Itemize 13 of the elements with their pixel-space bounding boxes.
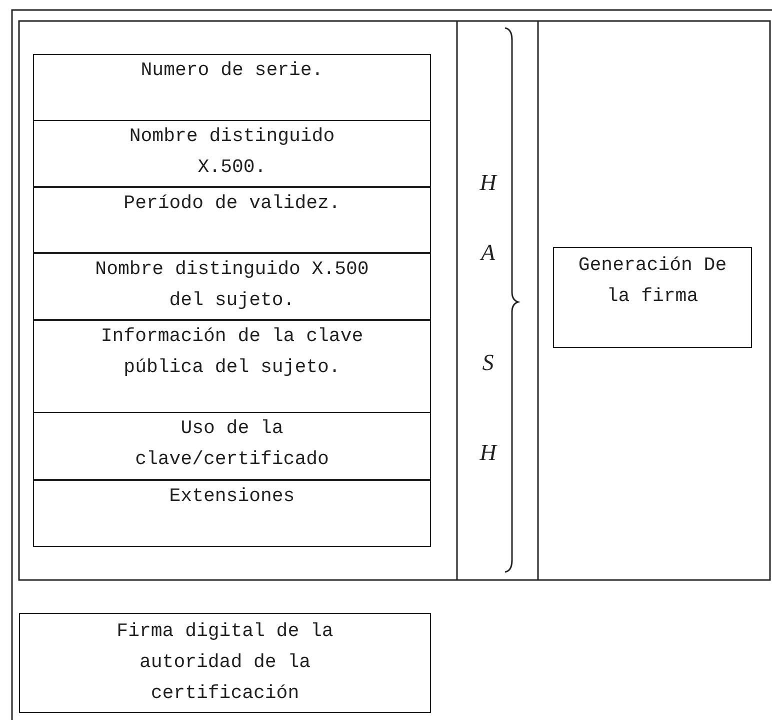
field-row: Período de validez. <box>33 187 431 253</box>
hash-letter: H <box>478 170 498 196</box>
signature-box: Firma digital de la autoridad de la certificación <box>19 613 431 713</box>
field-row: Uso de la clave/certificado <box>33 412 431 480</box>
field-row: Extensiones <box>33 480 431 547</box>
field-row: Información de la clave pública del sujeto. <box>33 320 431 413</box>
hash-letter: H <box>478 440 498 466</box>
hash-letter: S <box>481 350 495 376</box>
hash-letter: A <box>478 240 496 266</box>
field-row: Nombre distinguido X.500 del sujeto. <box>33 253 431 320</box>
field-row: Numero de serie. <box>33 54 431 121</box>
process-box: Generación De la firma <box>553 247 752 348</box>
field-row: Nombre distinguido X.500. <box>33 120 431 187</box>
